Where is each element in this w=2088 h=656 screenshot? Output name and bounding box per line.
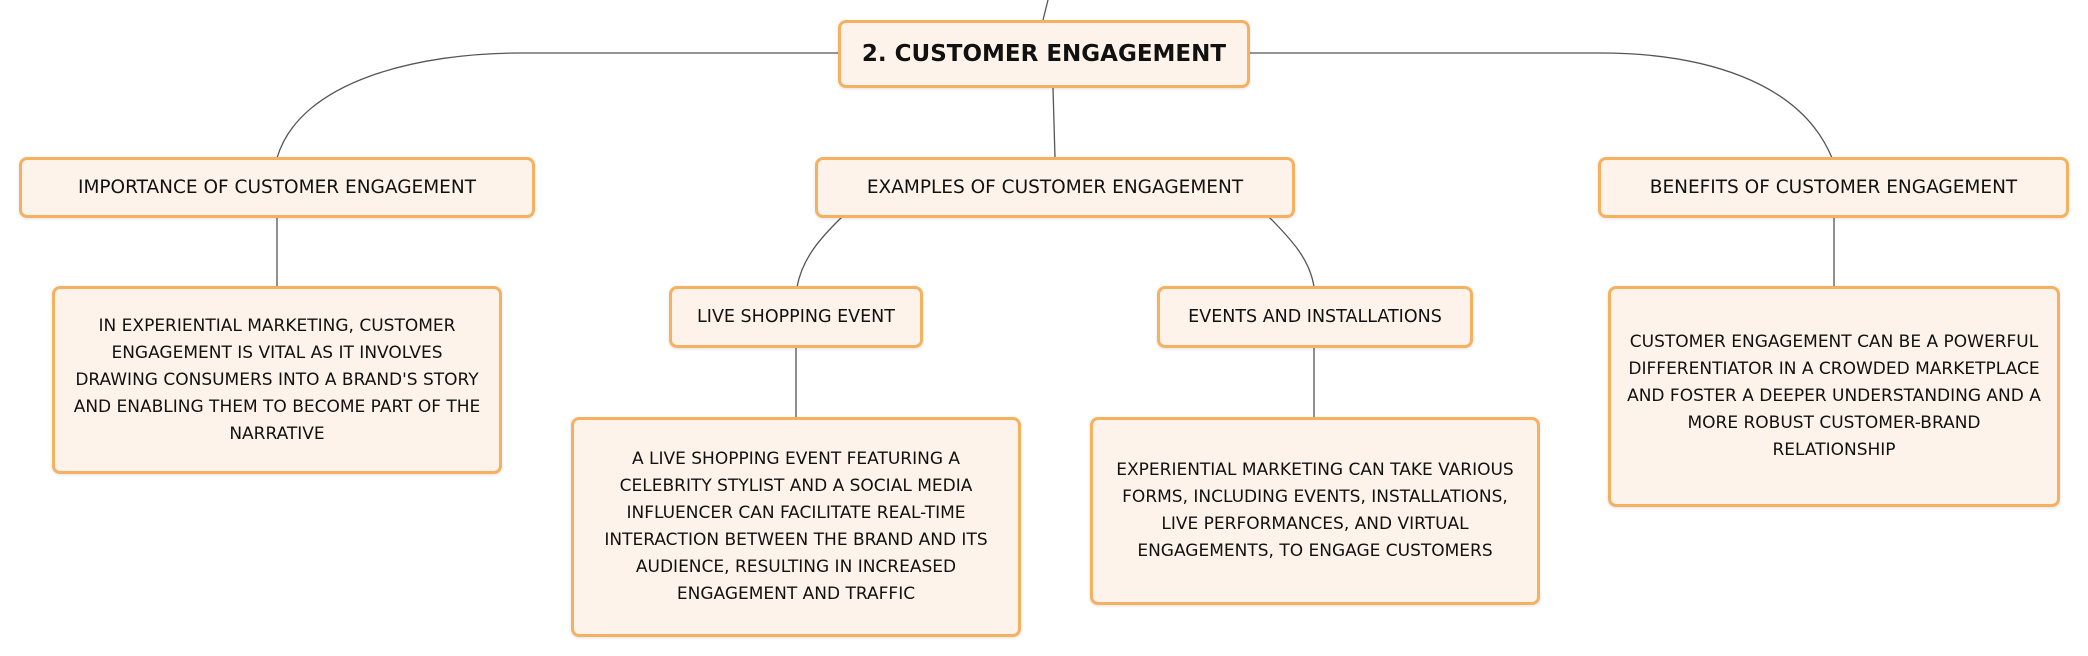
- live-shopping-node[interactable]: LIVE SHOPPING EVENT: [669, 286, 923, 348]
- connector-root-examples: [1052, 87, 1056, 159]
- root-node[interactable]: 2. CUSTOMER ENGAGEMENT: [838, 20, 1250, 88]
- importance-node[interactable]: IMPORTANCE OF CUSTOMER ENGAGEMENT: [19, 157, 535, 218]
- connector-examples-events: [1267, 215, 1315, 288]
- connector-root-importance: [276, 52, 838, 159]
- benefits-detail-node[interactable]: CUSTOMER ENGAGEMENT CAN BE A POWERFUL DI…: [1608, 286, 2060, 507]
- live-shopping-detail-node[interactable]: A LIVE SHOPPING EVENT FEATURING A CELEBR…: [571, 417, 1021, 637]
- connector-examples-live: [796, 215, 844, 288]
- importance-detail-node[interactable]: IN EXPERIENTIAL MARKETING, CUSTOMER ENGA…: [52, 286, 502, 474]
- benefits-node[interactable]: BENEFITS OF CUSTOMER ENGAGEMENT: [1598, 157, 2069, 218]
- events-installations-detail-node[interactable]: EXPERIENTIAL MARKETING CAN TAKE VARIOUS …: [1090, 417, 1540, 605]
- events-installations-node[interactable]: EVENTS AND INSTALLATIONS: [1157, 286, 1473, 348]
- connector-root-benefits: [1250, 52, 1833, 159]
- examples-node[interactable]: EXAMPLES OF CUSTOMER ENGAGEMENT: [815, 157, 1295, 218]
- connector-incoming: [1042, 0, 1049, 21]
